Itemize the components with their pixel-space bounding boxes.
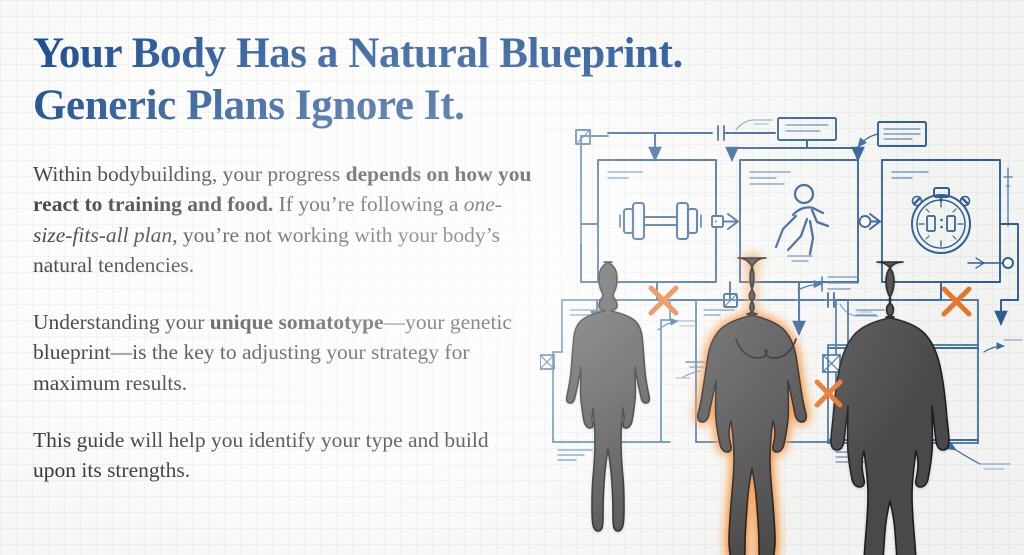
blueprint-illustration [540,0,1024,555]
diagram-box-dumbbell [597,159,717,283]
figure-ectomorph [565,261,651,532]
guide-paragraph: This guide will help you identify your t… [33,425,533,486]
diagram-outer-frame-left [575,129,609,246]
schematic-diagram [575,117,1019,336]
page-title-line-2: Generic Plans Ignore It. [33,82,465,130]
text-column: Your Body Has a Natural Blueprint. Gener… [33,28,683,486]
dumbbell-icon [619,201,702,241]
page-title: Your Body Has a Natural Blueprint. Gener… [33,28,683,133]
p1-text-2: If you’re following a [273,192,464,217]
running-figure-icon [774,183,830,256]
intro-paragraph: Within bodybuilding, your progress depen… [33,159,533,281]
figure-mesomorph [696,257,808,555]
p1-text-1: Within bodybuilding, your progress [33,161,346,186]
capacitor-symbol-bottom [798,292,889,317]
stopwatch-icon [911,187,971,254]
diagram-label-box-top [777,117,837,141]
page-title-line-1: Your Body Has a Natural Blueprint. [33,30,683,77]
capacitor-symbol-top [654,119,776,141]
marker-x-endomorph-top [941,286,972,317]
diagram-box-runner [739,159,859,283]
diagram-connector-2 [858,213,881,230]
diagram-label-box-right [857,121,927,148]
p2-emphasis-1: unique somatotype [209,309,384,334]
diagram-right-node [967,257,1014,269]
p3-text-1: This guide will help you identify your t… [33,427,489,483]
diagram-right-ticks [1003,167,1013,227]
somatotype-paragraph: Understanding your unique somatotype—you… [33,307,533,399]
p2-text-1: Understanding your [33,309,210,334]
